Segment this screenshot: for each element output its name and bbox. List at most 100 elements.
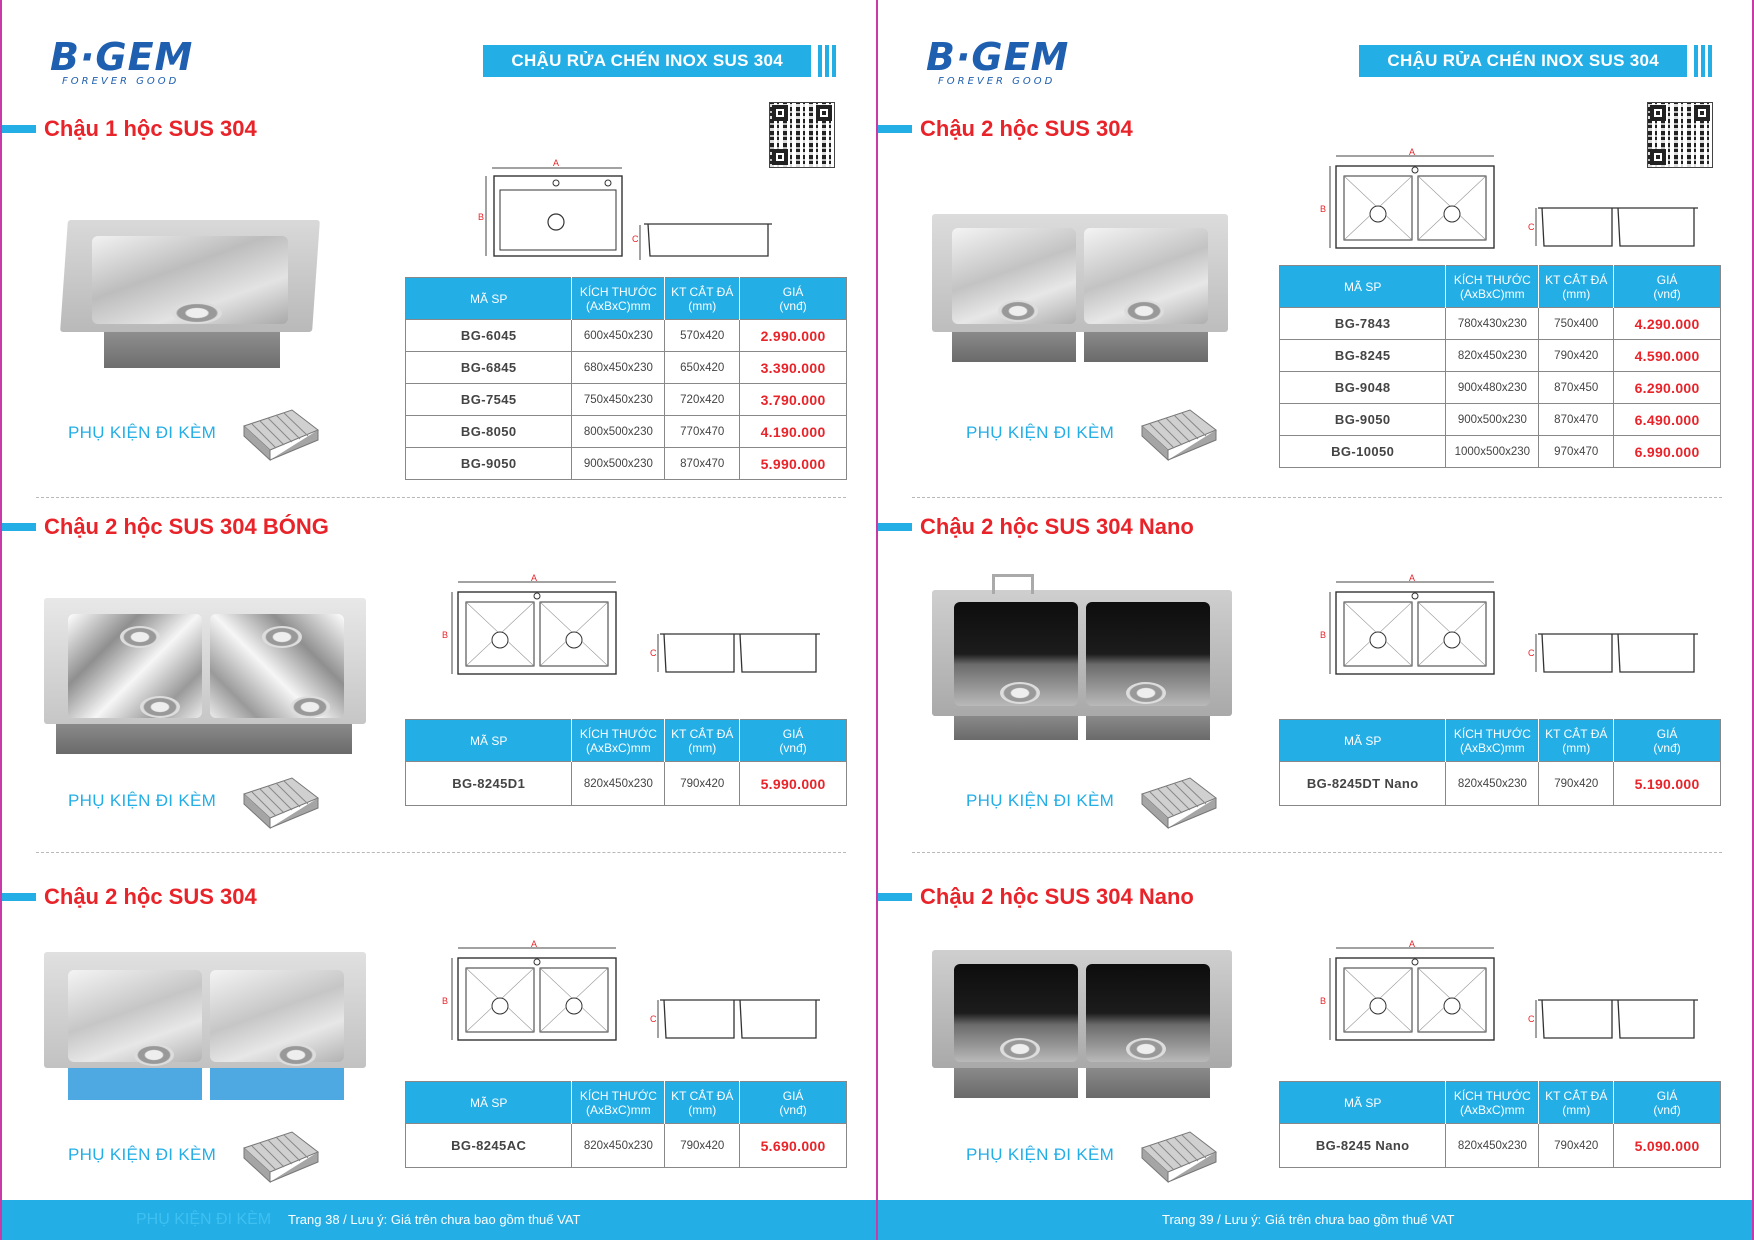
code-cell: BG-8245: [1278, 339, 1447, 372]
section-title-text: Chậu 2 hộc SUS 304 BÓNG: [44, 514, 329, 539]
size-cell: 790x420: [664, 761, 741, 806]
dim-c-label: C: [632, 234, 639, 244]
size-cell: 570x420: [664, 319, 741, 352]
header-banner: CHẬU RỬA CHÉN INOX SUS 304: [483, 44, 836, 78]
size-cell: 870x470: [664, 447, 741, 480]
code-cell: BG-8245 Nano: [1278, 1123, 1447, 1168]
dim-c-label: C: [650, 1014, 657, 1024]
price-cell: 5.990.000: [739, 761, 847, 806]
dimension-diagram: A B C: [1320, 147, 1700, 257]
sink-photo-nano-double: [932, 574, 1232, 740]
page-footer: Trang 39 / Lưu ý: Giá trên chưa bao gồm …: [878, 1200, 1752, 1240]
price-table: MÃ SP KÍCH THƯỚC(AxBxC)mm KT CẮT ĐÁ(mm) …: [1278, 1081, 1721, 1168]
price-table: MÃ SP KÍCH THƯỚC(AxBxC)mm KT CẮT ĐÁ(mm) …: [1278, 265, 1721, 468]
col-header-price: GIÁ(vnđ): [739, 1081, 847, 1124]
section-title-text: Chậu 2 hộc SUS 304 Nano: [920, 884, 1194, 909]
size-cell: 780x430x230: [1445, 307, 1540, 340]
size-cell: 750x450x230: [571, 383, 666, 416]
price-cell: 6.290.000: [1613, 371, 1721, 404]
sink-photo-nano-double: [932, 950, 1232, 1098]
col-header-cut: KT CẮT ĐÁ(mm): [1538, 265, 1615, 308]
footer-note: Trang 38 / Lưu ý: Giá trên chưa bao gồm …: [288, 1212, 581, 1227]
code-cell: BG-6045: [404, 319, 573, 352]
price-cell: 4.290.000: [1613, 307, 1721, 340]
price-table: MÃ SP KÍCH THƯỚC(AxBxC)mm KT CẮT ĐÁ(mm) …: [404, 719, 847, 806]
col-header-price: GIÁ(vnđ): [1613, 1081, 1721, 1124]
section-title: Chậu 2 hộc SUS 304: [2, 884, 257, 910]
size-cell: 790x420: [1538, 339, 1615, 372]
code-cell: BG-9050: [404, 447, 573, 480]
section-bar: [2, 125, 36, 133]
size-cell: 800x500x230: [571, 415, 666, 448]
accessory-block: PHỤ KIỆN ĐI KÈM: [68, 404, 322, 462]
accessory-block: PHỤ KIỆN ĐI KÈM: [966, 404, 1220, 462]
code-cell: BG-8245AC: [404, 1123, 573, 1168]
col-header-size: KÍCH THƯỚC(AxBxC)mm: [1445, 719, 1540, 762]
dimension-diagram: A B C: [1320, 939, 1700, 1049]
col-header-cut: KT CẮT ĐÁ(mm): [664, 277, 741, 320]
size-cell: 1000x500x230: [1445, 435, 1540, 468]
col-header-cut: KT CẮT ĐÁ(mm): [1538, 1081, 1615, 1124]
dim-a-label: A: [531, 939, 537, 949]
price-cell: 2.990.000: [739, 319, 847, 352]
sink-photo-double: [44, 952, 366, 1100]
catalog-page-39: B·GEM FOREVER GOOD CHẬU RỬA CHÉN INOX SU…: [877, 0, 1754, 1240]
size-cell: 900x480x230: [1445, 371, 1540, 404]
header-banner: CHẬU RỬA CHÉN INOX SUS 304: [1359, 44, 1712, 78]
dim-b-label: B: [1320, 996, 1326, 1006]
logo-wordmark: B·GEM: [50, 35, 194, 79]
accessory-block: PHỤ KIỆN ĐI KÈM: [966, 772, 1220, 830]
col-header-price: GIÁ(vnđ): [1613, 719, 1721, 762]
size-cell: 790x420: [1538, 761, 1615, 806]
price-table: MÃ SP KÍCH THƯỚC(AxBxC)mm KT CẮT ĐÁ(mm) …: [404, 1081, 847, 1168]
price-cell: 3.390.000: [739, 351, 847, 384]
accessory-label: PHỤ KIỆN ĐI KÈM: [966, 1145, 1115, 1164]
col-header-size: KÍCH THƯỚC(AxBxC)mm: [571, 1081, 666, 1124]
dish-rack-icon: [1136, 404, 1220, 462]
dim-c-label: C: [650, 648, 657, 658]
dim-a-label: A: [1409, 939, 1415, 949]
price-cell: 5.190.000: [1613, 761, 1721, 806]
page-footer: PHỤ KIỆN ĐI KÈM Trang 38 / Lưu ý: Giá tr…: [2, 1200, 876, 1240]
section-title: Chậu 2 hộc SUS 304 Nano: [878, 514, 1194, 540]
dim-b-label: B: [442, 630, 448, 640]
col-header-code: MÃ SP: [1279, 265, 1447, 308]
dimension-diagram: A B C: [1320, 573, 1700, 683]
header-banner-text: CHẬU RỬA CHÉN INOX SUS 304: [483, 45, 811, 77]
accessory-block: PHỤ KIỆN ĐI KÈM: [68, 1126, 322, 1184]
sink-photo-glossy-double: [44, 598, 366, 756]
size-cell: 790x420: [664, 1123, 741, 1168]
col-header-size: KÍCH THƯỚC(AxBxC)mm: [1445, 265, 1540, 308]
section-title-text: Chậu 2 hộc SUS 304 Nano: [920, 514, 1194, 539]
accessory-label: PHỤ KIỆN ĐI KÈM: [68, 1145, 217, 1164]
size-cell: 870x450: [1538, 371, 1615, 404]
section-bar: [878, 125, 912, 133]
accessory-label: PHỤ KIỆN ĐI KÈM: [966, 791, 1115, 810]
dim-b-label: B: [1320, 204, 1326, 214]
accessory-label: PHỤ KIỆN ĐI KÈM: [68, 791, 217, 810]
dim-c-label: C: [1528, 222, 1535, 232]
col-header-size: KÍCH THƯỚC(AxBxC)mm: [1445, 1081, 1540, 1124]
dish-rack-icon: [238, 1126, 322, 1184]
price-cell: 5.990.000: [739, 447, 847, 480]
dim-a-label: A: [531, 573, 537, 583]
dim-c-label: C: [1528, 648, 1535, 658]
dish-rack-icon: [238, 772, 322, 830]
sink-photo-single-bowl: [60, 220, 320, 368]
logo-tagline: FOREVER GOOD: [938, 76, 1056, 87]
qr-code-icon: [769, 102, 839, 178]
size-cell: 820x450x230: [571, 1123, 666, 1168]
col-header-size: KÍCH THƯỚC(AxBxC)mm: [571, 277, 666, 320]
size-cell: 820x450x230: [1445, 1123, 1540, 1168]
dim-a-label: A: [1409, 573, 1415, 583]
banner-stripes: [815, 45, 836, 77]
section-title-text: Chậu 2 hộc SUS 304: [44, 884, 257, 909]
section-title: Chậu 1 hộc SUS 304: [2, 116, 257, 142]
